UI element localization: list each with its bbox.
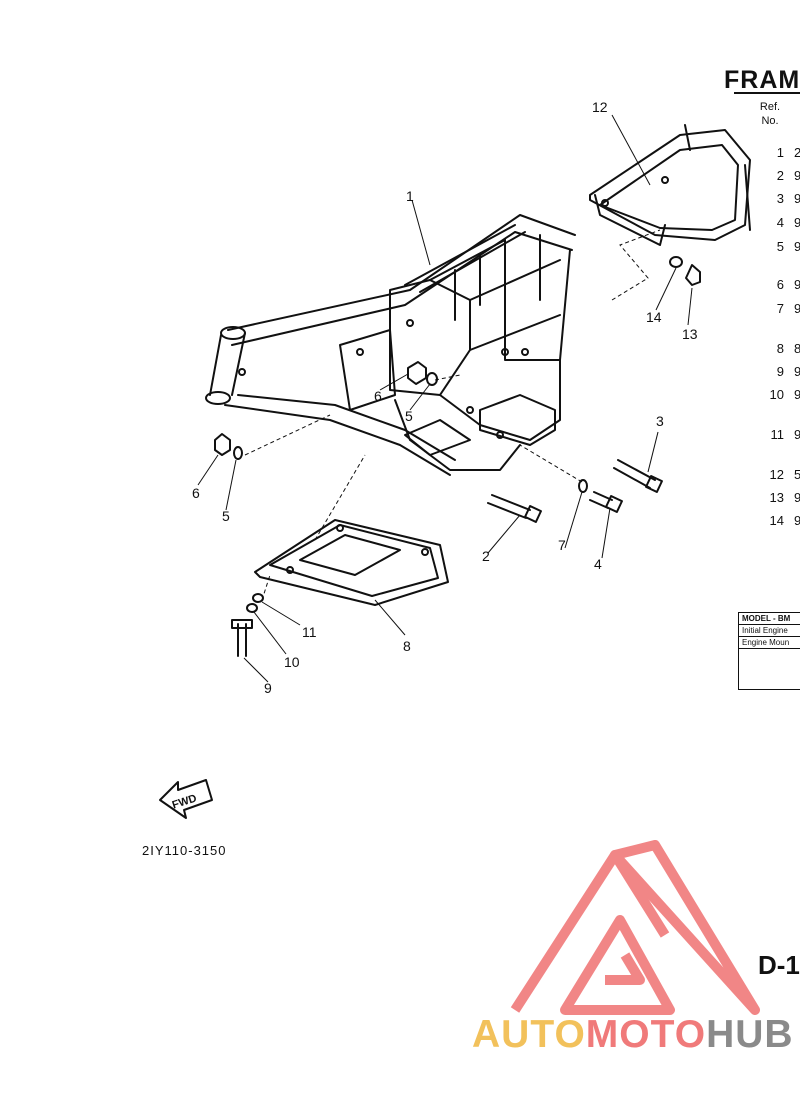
assembly-guide-lines [244, 229, 661, 601]
engine-mount-label: Engine Moun [739, 637, 800, 649]
model-info-box: MODEL - BM Initial Engine Engine Moun [738, 612, 800, 690]
table-row-ref: 6 [776, 277, 784, 292]
page-title: FRAM [724, 66, 800, 94]
washer-10 [246, 603, 258, 613]
callout-5-upper: 5 [405, 408, 413, 424]
table-row-part: 9 [794, 427, 800, 442]
table-row-ref: 2 [776, 168, 784, 183]
callout-9: 9 [264, 680, 272, 696]
table-row-ref: 4 [776, 215, 784, 230]
callout-2: 2 [482, 548, 490, 564]
table-row-ref: 1 [776, 145, 784, 160]
callout-6-lower: 6 [192, 485, 200, 501]
callout-4: 4 [594, 556, 602, 572]
bolt-3 [613, 459, 663, 493]
callout-5-lower: 5 [222, 508, 230, 524]
callout-10: 10 [284, 654, 300, 670]
washer-7 [578, 479, 588, 493]
table-row-part: 9 [794, 490, 800, 505]
model-label: MODEL - BM [739, 613, 800, 625]
bolt-4 [589, 491, 623, 513]
watermark-auto: AUTO [472, 1013, 586, 1056]
table-row-ref: 9 [776, 364, 784, 379]
washer-5-upper [426, 372, 438, 386]
callout-3: 3 [656, 413, 664, 429]
skid-plate [254, 519, 449, 606]
initial-engine-label: Initial Engine [739, 625, 800, 637]
table-row-ref: 3 [776, 191, 784, 206]
table-row-part: 5 [794, 467, 800, 482]
table-row-ref: 12 [769, 467, 784, 482]
nut-6-upper [407, 361, 427, 385]
callout-1: 1 [406, 188, 414, 204]
table-row-ref: 11 [770, 427, 785, 442]
page-id: D-1 [758, 950, 800, 980]
table-row-part: 9 [794, 387, 800, 402]
callout-8: 8 [403, 638, 411, 654]
fwd-arrow-icon [159, 779, 213, 819]
table-row-part: 9 [794, 513, 800, 528]
callout-14: 14 [646, 309, 662, 325]
main-frame [205, 214, 576, 476]
watermark-hub: HUB [706, 1013, 794, 1056]
ref-column-header-line2: No. [761, 115, 779, 127]
bolt-2 [487, 494, 542, 523]
table-row-ref: 8 [776, 341, 784, 356]
table-row-ref: 10 [769, 387, 784, 402]
callout-13: 13 [682, 326, 698, 342]
table-row-part: 9 [794, 301, 800, 316]
nut-6-lower [214, 433, 231, 456]
callout-11: 11 [302, 624, 317, 640]
watermark-text: AUTOMOTOHUB [472, 1013, 794, 1057]
table-row-part: 9 [794, 215, 800, 230]
ref-column-header-line1: Ref. [759, 101, 781, 113]
leader-lines [197, 114, 693, 683]
callout-12: 12 [592, 99, 608, 115]
callout-7: 7 [558, 537, 566, 553]
diagram-code: 2IY110-3150 [142, 843, 227, 858]
table-row-ref: 7 [776, 301, 784, 316]
bolt-9 [231, 619, 253, 657]
table-row-ref: 13 [769, 490, 784, 505]
table-row-part: 9 [794, 364, 800, 379]
table-row-ref: 14 [769, 513, 784, 528]
callout-6-upper: 6 [374, 388, 382, 404]
table-row-part: 9 [794, 168, 800, 183]
washer-14 [669, 256, 683, 268]
washer-5-lower [233, 446, 243, 460]
watermark-logo-icon [510, 840, 760, 1015]
table-row-ref: 5 [776, 239, 784, 254]
bolt-13 [685, 264, 701, 286]
washer-11 [252, 593, 264, 603]
title-underline [734, 92, 800, 94]
table-row-part: 9 [794, 277, 800, 292]
watermark-moto: MOTO [585, 1013, 707, 1056]
table-row-part: 9 [794, 191, 800, 206]
table-row-part: 8 [794, 341, 800, 356]
table-row-part: 2 [794, 145, 800, 160]
table-row-part: 9 [794, 239, 800, 254]
rear-carrier [589, 124, 751, 246]
